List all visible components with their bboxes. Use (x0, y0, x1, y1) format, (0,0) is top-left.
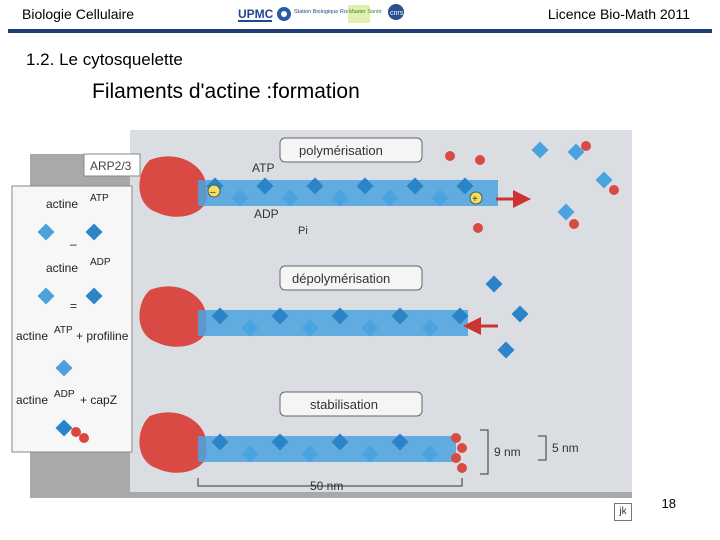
legend-box: actine ATP – actine ADP = actine ATP + p… (11, 185, 133, 453)
filament-depoly (198, 310, 468, 336)
arp-label: ARP2/3 (90, 159, 132, 173)
station-logo-text: Station Biologique Roscoff (294, 9, 359, 15)
pi-label: Pi (298, 225, 308, 237)
header-divider (8, 29, 712, 33)
master-sante-logo: Master Santé (348, 5, 382, 23)
bracket-5nm (538, 435, 547, 461)
depolymerisation-label-box (279, 265, 423, 291)
jk-mark: jk (614, 503, 632, 521)
plus-end-marker (469, 191, 483, 205)
legend-atp: ATP (90, 193, 109, 204)
stabilisation-label: stabilisation (310, 397, 378, 412)
arp-label-box (83, 153, 141, 177)
dim-9nm: 9 nm (494, 445, 521, 459)
legend-adp-2: ADP (54, 389, 75, 400)
cnrs-logo-text: cnrs (390, 10, 404, 17)
arp-complex-2 (139, 286, 207, 347)
free-monomers-poly (445, 141, 619, 233)
course-title: Biologie Cellulaire (22, 6, 135, 22)
arp-complex-1 (139, 156, 207, 217)
slide-subtitle: Filaments d'actine :formation (92, 80, 360, 103)
dim-50nm: 50 nm (310, 479, 343, 493)
plus-end-sign: + (472, 194, 478, 205)
legend-actine-3: actine (16, 329, 48, 343)
adp-label: ADP (254, 207, 279, 221)
station-roscoff-logo: Station Biologique Roscoff (277, 7, 359, 21)
legend-minus: – (70, 237, 77, 251)
master-logo-text: Master Santé (349, 9, 382, 15)
legend-equals: = (70, 299, 77, 313)
legend-adp: ADP (90, 257, 111, 268)
actin-figure: ARP2/3 actine ATP – actine ADP = actine … (11, 130, 632, 498)
logo-strip: UPMC Station Biologique Roscoff Master S… (238, 4, 404, 23)
cnrs-logo: cnrs (388, 4, 404, 20)
capz-caps (451, 433, 467, 473)
section-title: 1.2. Le cytosquelette (26, 50, 183, 69)
stabilisation-label-box (279, 391, 423, 417)
minus-end-marker (207, 184, 221, 198)
depolymerisation-label: dépolymérisation (292, 271, 390, 286)
page-number: 18 (661, 496, 676, 511)
legend-capz-cap (71, 427, 81, 437)
course-subtitle: Licence Bio-Math 2011 (547, 6, 690, 22)
legend-actine-2: actine (46, 261, 78, 275)
legend-atp-2: ATP (54, 325, 73, 336)
legend-profiline: + profiline (76, 329, 129, 343)
dim-5nm: 5 nm (552, 441, 579, 455)
legend-capz: + capZ (80, 393, 117, 407)
arp-complex-3 (139, 412, 207, 473)
polymerisation-label: polymérisation (299, 143, 383, 158)
legend-actine-1: actine (46, 197, 78, 211)
upmc-logo: UPMC (238, 7, 274, 22)
bracket-9nm (480, 429, 489, 475)
minus-end-sign: – (210, 187, 216, 198)
legend-actine-4: actine (16, 393, 48, 407)
filament-poly (198, 180, 498, 206)
filament-stab (198, 436, 456, 462)
polymerisation-label-box (279, 137, 423, 163)
bracket-50nm (197, 478, 463, 487)
atp-label: ATP (252, 161, 274, 175)
upmc-logo-text: UPMC (238, 7, 274, 21)
legend-capz-cap-2 (79, 433, 89, 443)
